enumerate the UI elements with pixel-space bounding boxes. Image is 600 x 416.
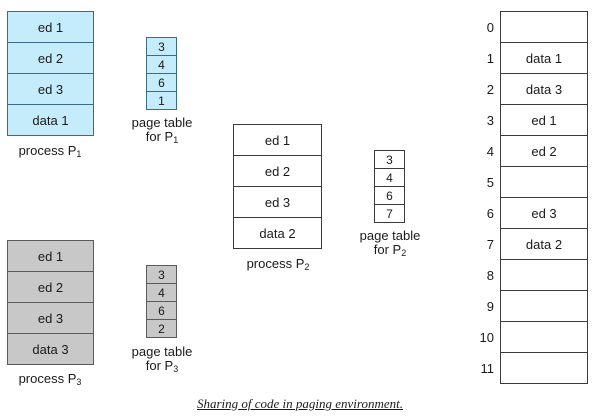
page-table-p1-entry-0: 3 — [146, 37, 177, 56]
page-table-p2-entry-3: 7 — [374, 204, 405, 223]
memory-frame-1: data 1 — [500, 42, 588, 74]
process-p3-page-1: ed 2 — [7, 271, 94, 303]
frame-number-11: 11 — [480, 361, 495, 376]
figure-caption: Sharing of code in paging environment. — [196, 396, 404, 411]
page-table-p2-label: page table for P2 — [359, 228, 421, 259]
page-table-p3-label: page table for P3 — [131, 344, 193, 375]
memory-frame-6: ed 3 — [500, 197, 588, 229]
frame-number-0: 0 — [486, 20, 494, 35]
page-table-p3-entry-0: 3 — [146, 265, 177, 284]
process-p2-label: process P2 — [246, 256, 310, 273]
frame-number-6: 6 — [486, 206, 494, 221]
page-table-p3-entry-1: 4 — [146, 283, 177, 302]
process-p1-page-1: ed 2 — [7, 42, 94, 74]
frame-number-3: 3 — [486, 113, 494, 128]
process-p3-page-0: ed 1 — [7, 240, 94, 272]
page-table-p3-entry-3: 2 — [146, 319, 177, 338]
process-p1-page-0: ed 1 — [7, 11, 94, 43]
memory-frame-2: data 3 — [500, 73, 588, 105]
page-table-p3-entry-2: 6 — [146, 301, 177, 320]
frame-number-9: 9 — [486, 299, 494, 314]
process-p2-page-2: ed 3 — [233, 186, 322, 218]
memory-frame-4: ed 2 — [500, 135, 588, 167]
process-p1-page-3: data 1 — [7, 104, 94, 136]
process-p1-page-2: ed 3 — [7, 73, 94, 105]
memory-frame-3: ed 1 — [500, 104, 588, 136]
page-table-p1-entry-2: 6 — [146, 73, 177, 92]
memory-frame-9 — [500, 290, 588, 322]
page-table-p2-entry-2: 6 — [374, 186, 405, 205]
frame-number-4: 4 — [486, 144, 494, 159]
process-p3-page-2: ed 3 — [7, 302, 94, 334]
page-table-p1-entry-3: 1 — [146, 91, 177, 110]
memory-frame-11 — [500, 352, 588, 384]
process-p2-page-0: ed 1 — [233, 124, 322, 156]
process-p3-page-3: data 3 — [7, 333, 94, 365]
frame-number-7: 7 — [486, 237, 494, 252]
frame-number-2: 2 — [486, 82, 494, 97]
page-table-p1-label: page table for P1 — [131, 115, 193, 146]
process-p2-page-1: ed 2 — [233, 155, 322, 187]
memory-frame-5 — [500, 166, 588, 198]
process-p1-label: process P1 — [18, 143, 82, 160]
memory-frame-10 — [500, 321, 588, 353]
memory-frame-8 — [500, 259, 588, 291]
frame-number-10: 10 — [479, 330, 494, 345]
memory-frame-0 — [500, 11, 588, 43]
page-table-p2-entry-0: 3 — [374, 150, 405, 169]
frame-number-5: 5 — [486, 175, 494, 190]
frame-number-1: 1 — [486, 51, 494, 66]
page-table-p2-entry-1: 4 — [374, 168, 405, 187]
memory-frame-7: data 2 — [500, 228, 588, 260]
process-p3-label: process P3 — [18, 371, 82, 388]
process-p2-page-3: data 2 — [233, 217, 322, 249]
frame-number-8: 8 — [486, 268, 494, 283]
page-table-p1-entry-1: 4 — [146, 55, 177, 74]
